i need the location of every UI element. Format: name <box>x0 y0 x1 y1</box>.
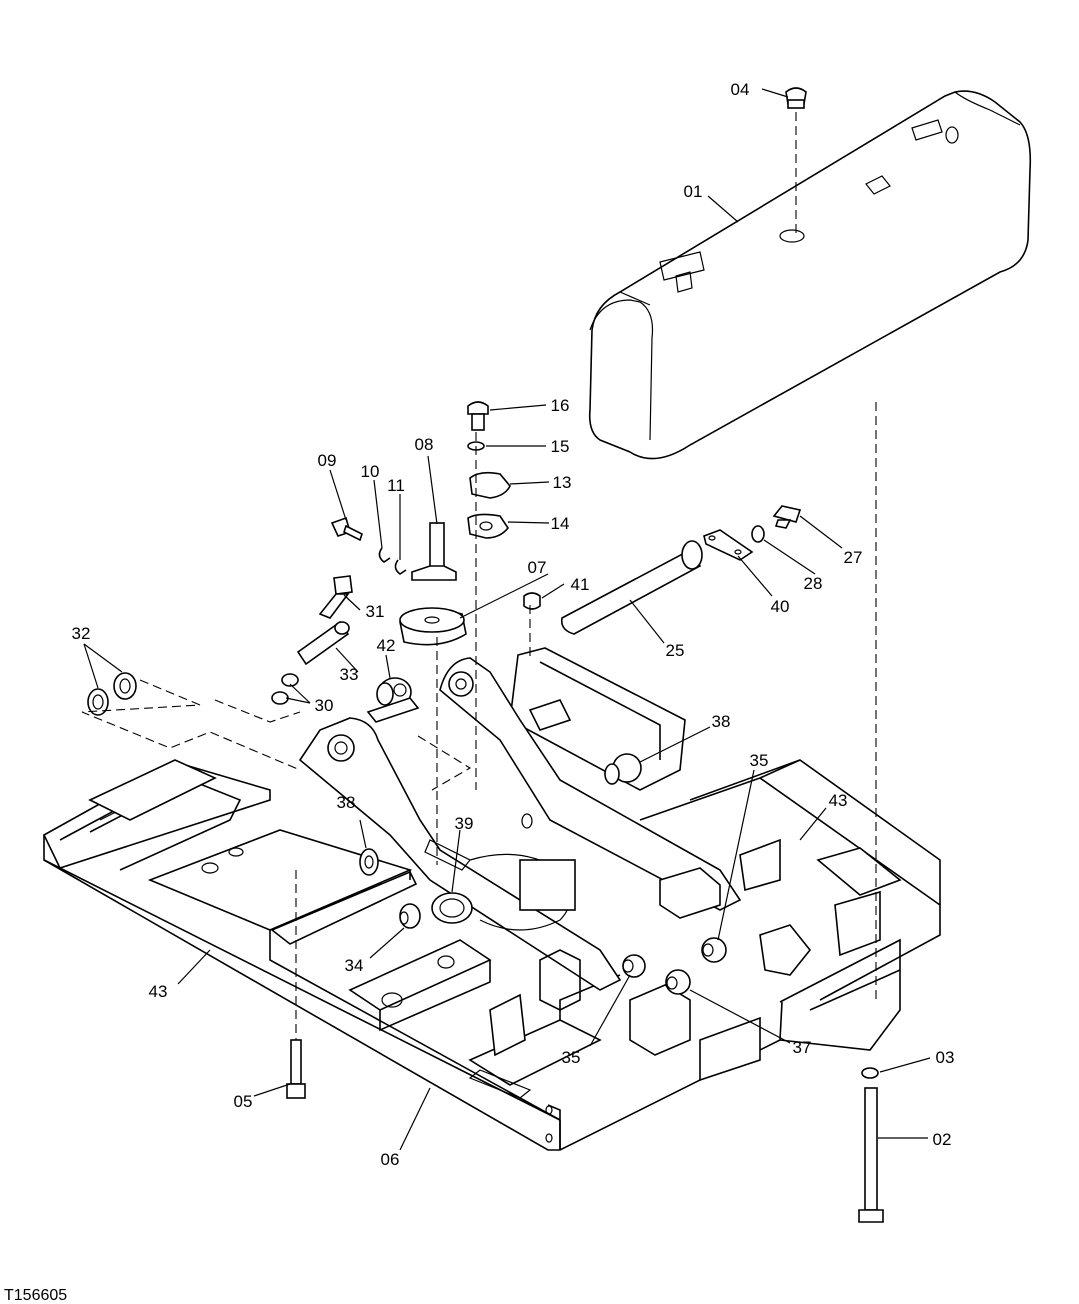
bracket-08 <box>411 522 457 581</box>
callout-16: 16 <box>551 396 570 415</box>
callout-labels: 04 01 16 15 13 14 09 10 11 08 07 41 31 3… <box>72 80 955 1169</box>
pad-07 <box>399 607 467 646</box>
ring-39 <box>431 892 473 924</box>
pin-25 <box>560 540 703 635</box>
callout-14: 14 <box>551 514 570 533</box>
bolt-09 <box>330 516 363 542</box>
callout-39: 39 <box>455 814 474 833</box>
callout-28: 28 <box>804 574 823 593</box>
washer-03 <box>861 1067 879 1079</box>
callout-40: 40 <box>771 597 790 616</box>
callout-35-center: 35 <box>562 1048 581 1067</box>
callout-41: 41 <box>571 575 590 594</box>
callout-34: 34 <box>345 956 364 975</box>
clip-10 <box>378 547 391 563</box>
callout-38-right: 38 <box>712 712 731 731</box>
plate-40 <box>703 529 754 561</box>
callout-04: 04 <box>731 80 750 99</box>
callout-43-right: 43 <box>829 791 848 810</box>
callout-25: 25 <box>666 641 685 660</box>
callout-33: 33 <box>340 665 359 684</box>
callout-13: 13 <box>553 473 572 492</box>
bushing-38-right <box>604 753 642 785</box>
bolt-16 <box>467 401 489 431</box>
bolt-27 <box>772 505 802 529</box>
callout-15: 15 <box>551 437 570 456</box>
counterweight-01 <box>588 90 1032 460</box>
callout-07: 07 <box>528 558 547 577</box>
callout-35-right: 35 <box>750 751 769 770</box>
pin-33 <box>296 620 350 666</box>
mount-37 <box>665 969 691 995</box>
callout-08: 08 <box>415 435 434 454</box>
callout-01: 01 <box>684 182 703 201</box>
figure-id: T156605 <box>4 1287 67 1304</box>
callout-32: 32 <box>72 624 91 643</box>
mount-35-center <box>622 954 646 978</box>
clip-11 <box>394 559 407 575</box>
callout-31: 31 <box>366 602 385 621</box>
callout-27: 27 <box>844 548 863 567</box>
callout-06: 06 <box>381 1150 400 1169</box>
upper-frame-06 <box>42 647 941 1151</box>
callout-38-left: 38 <box>337 793 356 812</box>
bushing-42 <box>376 677 412 707</box>
washers-32 <box>87 672 137 716</box>
bolt-05 <box>286 1039 306 1099</box>
leader-lines <box>83 88 931 1151</box>
bolt-02 <box>858 1087 884 1223</box>
plug-04 <box>785 87 807 109</box>
plate-13 <box>469 471 511 499</box>
mount-34 <box>399 903 421 929</box>
callout-30: 30 <box>315 696 334 715</box>
callout-37: 37 <box>793 1038 812 1057</box>
callout-42: 42 <box>377 636 396 655</box>
washer-38-left <box>359 848 379 876</box>
callout-03: 03 <box>936 1048 955 1067</box>
nut-30 <box>271 673 299 705</box>
washer-28 <box>751 525 765 543</box>
mount-35-right <box>701 937 727 963</box>
bolt-31 <box>318 575 353 619</box>
gasket-14 <box>467 513 509 539</box>
plug-41 <box>523 592 541 610</box>
callout-05: 05 <box>234 1092 253 1111</box>
callout-10: 10 <box>361 462 380 481</box>
callout-43-left: 43 <box>149 982 168 1001</box>
callout-02: 02 <box>933 1130 952 1149</box>
callout-09: 09 <box>318 451 337 470</box>
callout-11: 11 <box>387 476 405 495</box>
